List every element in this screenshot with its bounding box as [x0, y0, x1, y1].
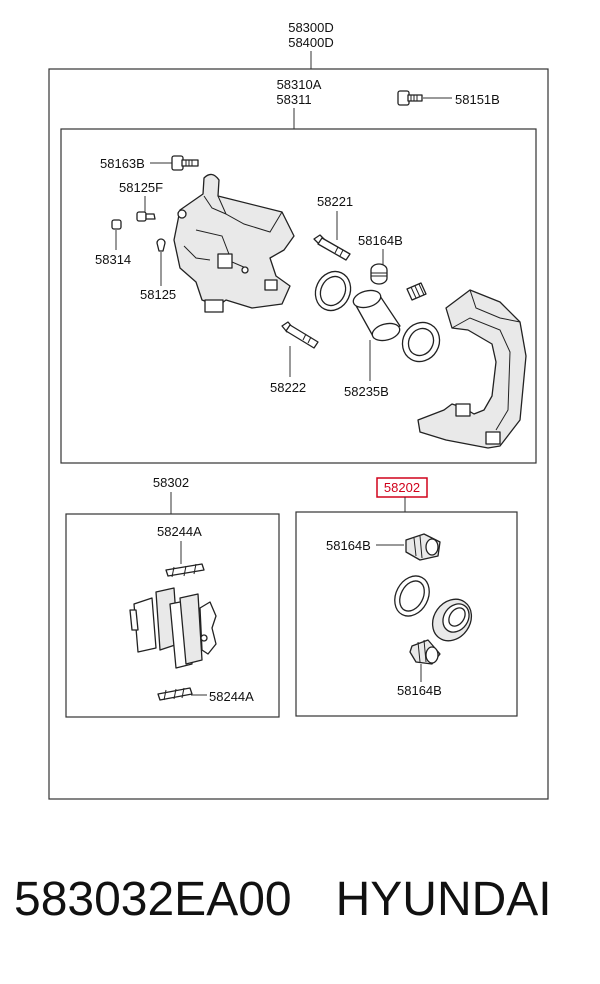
- caliper-label-2: 58311: [276, 92, 311, 107]
- anti-rattle-clip-lower-drawing: [157, 687, 193, 701]
- label-58164b-kit-top: 58164B: [326, 538, 371, 553]
- label-58163b: 58163B: [100, 156, 145, 171]
- part-58314-drawing: [111, 219, 122, 230]
- pad-kit-box: [65, 513, 280, 718]
- label-58125f: 58125F: [119, 180, 163, 195]
- bleeder-bolt-drawing: [171, 155, 199, 171]
- seal-kit-boot-upper-drawing: [405, 533, 441, 561]
- part-58125-drawing: [156, 238, 166, 252]
- caliper-housing-drawing: [173, 173, 295, 313]
- outer-assembly-box: [48, 68, 549, 800]
- caliper-bracket-drawing: [417, 289, 527, 449]
- guide-pin-upper-drawing: [313, 234, 351, 261]
- piston-boot-drawing: [401, 321, 441, 363]
- label-58244a-top: 58244A: [157, 524, 202, 539]
- bolt-58151b-drawing: [397, 90, 423, 106]
- label-58222: 58222: [270, 380, 306, 395]
- label-58235b: 58235B: [344, 384, 389, 399]
- assembly-label-2: 58400D: [288, 35, 334, 50]
- anti-rattle-clip-upper-drawing: [165, 563, 205, 578]
- bleeder-cap-drawing: [136, 211, 156, 222]
- seal-kit-ring-drawing: [394, 575, 430, 617]
- caliper-label-1: 58310A: [277, 77, 322, 92]
- assembly-label-1: 58300D: [288, 20, 334, 35]
- piston-seal-drawing: [314, 270, 352, 312]
- spring-drawing: [406, 282, 427, 301]
- caliper-box: [60, 128, 537, 464]
- label-58151b: 58151B: [455, 92, 500, 107]
- brake-pads-drawing: [129, 587, 217, 669]
- footer-brand: HYUNDAI: [335, 873, 552, 926]
- guide-pin-lower-drawing: [281, 321, 319, 349]
- seal-kit-highlight-box: [376, 477, 428, 498]
- label-58125: 58125: [140, 287, 176, 302]
- label-58164b-kit-bottom: 58164B: [397, 683, 442, 698]
- pad-kit-label: 58302: [153, 475, 189, 490]
- footer-part-number: 583032EA00: [14, 873, 292, 926]
- label-58164b-caliper: 58164B: [358, 233, 403, 248]
- seal-kit-box: [295, 511, 518, 717]
- piston-drawing: [352, 289, 401, 342]
- label-58314: 58314: [95, 252, 131, 267]
- footer-caption: 583032EA00 HYUNDAI: [14, 876, 552, 924]
- label-58221: 58221: [317, 194, 353, 209]
- boot-upper-drawing: [370, 263, 388, 285]
- seal-kit-label: 58202: [384, 480, 420, 495]
- label-58244a-bottom: 58244A: [209, 689, 254, 704]
- seal-kit-boot-drawing: [431, 598, 473, 642]
- seal-kit-boot-lower-drawing: [409, 639, 441, 665]
